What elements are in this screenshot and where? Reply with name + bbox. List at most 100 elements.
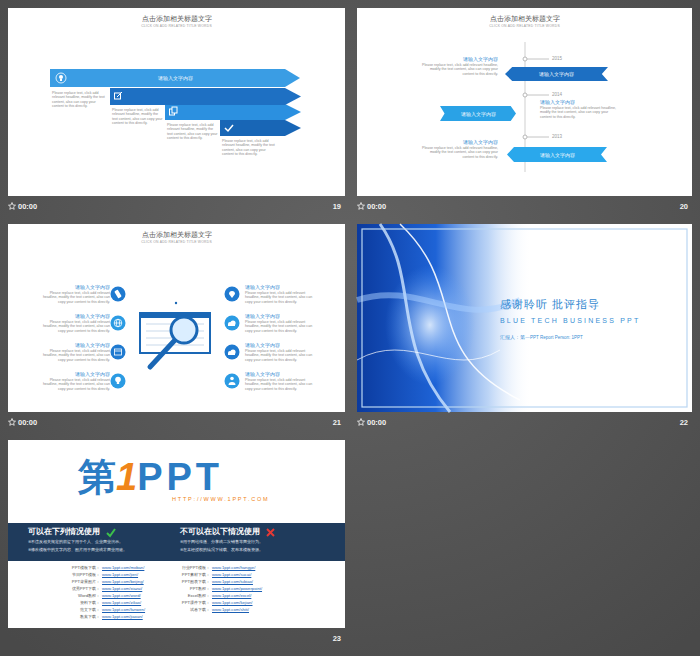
node-text: CLICK ON ADD RELATED TITLE WORDS: [489, 24, 560, 28]
link-url: www.1ppt.com/shiti/: [212, 607, 249, 612]
link-name: PPT模板下载：: [54, 565, 100, 570]
node-text: ※修改模板中的文字内容、图片用于商业或非商业用途。: [28, 548, 127, 553]
node-text: 请输入文字内容: [539, 71, 574, 77]
node-text: CLICK ON ADD RELATED TITLE WORDS: [141, 24, 212, 28]
slide-number: 22: [668, 418, 688, 427]
slide-time: 00:00: [18, 202, 37, 211]
link-name: 优秀PPT下载：: [54, 586, 100, 591]
ribbon-banner: 请输入文字内容: [507, 147, 607, 162]
link-name: 教案下载：: [54, 614, 100, 619]
body-text: Please replace text, click add relevant …: [222, 139, 278, 157]
arrow-band: 请输入文字内容: [50, 69, 300, 87]
link-url: www.1ppt.com/moban/: [102, 565, 144, 570]
slide-time: 00:00: [367, 202, 386, 211]
node-text: ※用于网站传播、分享或二次销售等商业行为。: [180, 540, 263, 545]
node-text: CLICK ON ADD RELATED TITLE WORDS: [141, 240, 212, 244]
body-text: Please replace text, click add relevant …: [245, 320, 315, 333]
year-label: 2015: [552, 56, 562, 61]
node-text: BLUE TECH BUSINESS PPT: [500, 317, 640, 325]
link-url: www.1ppt.com/kejian/: [212, 600, 253, 605]
website-url: HTTP://WWW.1PPT.COM: [172, 496, 269, 503]
link-url: www.1ppt.com/ziliao/: [102, 600, 141, 605]
slide-time: 00:00: [367, 418, 386, 427]
bulb-icon: [54, 71, 68, 85]
item-heading: 请输入文字内容: [245, 314, 315, 319]
item-heading: 请输入文字内容: [540, 100, 618, 105]
link-name: 范文下载：: [54, 607, 100, 612]
node-text: 可以在下列情况使用: [28, 527, 100, 537]
slide-number: 23: [321, 634, 341, 643]
link-name: 资料下载：: [54, 600, 100, 605]
node-text: 点击添加相关标题文字: [142, 231, 212, 239]
link-url: www.1ppt.com/powerpoint/: [212, 586, 262, 591]
link-url: www.1ppt.com/tubiao/: [212, 579, 253, 584]
node-text: 点击添加相关标题文字: [142, 15, 212, 23]
usage-band: 可以在下列情况使用 不可以在以下情况使用 ※不违反相关规定的前提下用于个人、企业商业…: [8, 523, 345, 561]
node-text: 请输入文字内容: [540, 152, 575, 158]
year-label: 2014: [552, 92, 562, 97]
link-url: www.1ppt.com/jiaoan/: [102, 614, 143, 619]
link-name: 试卷下载：: [162, 607, 210, 612]
slide-number: 19: [321, 202, 341, 211]
link-url: www.1ppt.com/fanwen/: [102, 607, 145, 612]
item-heading: 请输入文字内容: [420, 140, 498, 145]
link-url: www.1ppt.com/beijing/: [102, 579, 144, 584]
body-text: Please replace text, click add relevant …: [420, 63, 498, 76]
node-text: 感谢聆听 批评指导: [500, 298, 600, 311]
slide-time: 00:00: [18, 418, 37, 427]
body-text: Please replace text, click add relevant …: [245, 291, 315, 304]
body-text: Please replace text, click add relevant …: [40, 349, 110, 362]
item-heading: 请输入文字内容: [40, 314, 110, 319]
node-text: ※不违反相关规定的前提下用于个人、企业商业演示。: [28, 540, 123, 545]
link-name: 行业PPT模板：: [162, 565, 210, 570]
logo-text: 第: [78, 458, 116, 496]
link-name: 节日PPT模板：: [54, 572, 100, 577]
logo-text: PPT: [137, 458, 223, 496]
item-heading: 请输入文字内容: [40, 372, 110, 377]
link-name: PPT课件下载：: [162, 600, 210, 605]
logo-row: 第1PPT: [78, 458, 223, 496]
link-url: www.1ppt.com/excel/: [212, 593, 251, 598]
body-text: Please replace text, click add relevant …: [420, 146, 498, 159]
link-url: www.1ppt.com/sucai/: [212, 572, 251, 577]
body-text: Please replace text, click add relevant …: [112, 108, 164, 126]
body-text: Please replace text, click add relevant …: [167, 123, 219, 141]
node-text: 请输入文字内容: [461, 111, 496, 117]
body-text: Please replace text, click add relevant …: [40, 291, 110, 304]
node-text: 不可以在以下情况使用: [180, 527, 260, 537]
body-text: Please replace text, click add relevant …: [40, 378, 110, 391]
item-heading: 请输入文字内容: [40, 285, 110, 290]
body-text: Please replace text, click add relevant …: [540, 106, 618, 119]
node-text: ※在未经授权的情况下转载、发布本模板资源。: [180, 548, 263, 553]
item-heading: 请输入文字内容: [420, 57, 498, 62]
cross-mark: [266, 528, 276, 538]
link-name: Excel教程：: [162, 593, 210, 598]
link-url: www.1ppt.com/xiazai/: [102, 586, 142, 591]
link-name: PPT素材下载：: [162, 572, 210, 577]
slide-number: 21: [321, 418, 341, 427]
link-name: Word教程：: [54, 593, 100, 598]
node-text: 点击添加相关标题文字: [490, 15, 560, 23]
ribbon-banner: 请输入文字内容: [505, 67, 608, 81]
item-heading: 请输入文字内容: [245, 372, 315, 377]
body-text: Please replace text, click add relevant …: [40, 320, 110, 333]
closing-text-block: 感谢聆听 批评指导 BLUE TECH BUSINESS PPT 汇报人：第一PPT…: [500, 298, 680, 356]
link-name: PPT背景图片：: [54, 579, 100, 584]
body-text: Please replace text, click add relevant …: [245, 349, 315, 362]
link-url: www.1ppt.com/word/: [102, 593, 141, 598]
link-name: PPT图表下载：: [162, 579, 210, 584]
body-text: Please replace text, click add relevant …: [52, 91, 106, 109]
link-url: www.1ppt.com/hangye/: [212, 565, 255, 570]
node-text: 请输入文字内容: [158, 75, 193, 81]
node-text: 汇报人：第一PPT Report Person: 1PPT: [500, 335, 583, 340]
item-heading: 请输入文字内容: [245, 343, 315, 348]
check-mark: [106, 528, 116, 538]
ribbon-banner: 请输入文字内容: [440, 106, 516, 121]
link-name: PPT教程：: [162, 586, 210, 591]
year-label: 2013: [552, 134, 562, 139]
slide-card: 点击添加相关标题文字CLICK ON ADD RELATED TITLE WOR…: [357, 8, 692, 196]
body-text: Please replace text, click add relevant …: [245, 378, 315, 391]
item-heading: 请输入文字内容: [40, 343, 110, 348]
slide-number: 20: [668, 202, 688, 211]
